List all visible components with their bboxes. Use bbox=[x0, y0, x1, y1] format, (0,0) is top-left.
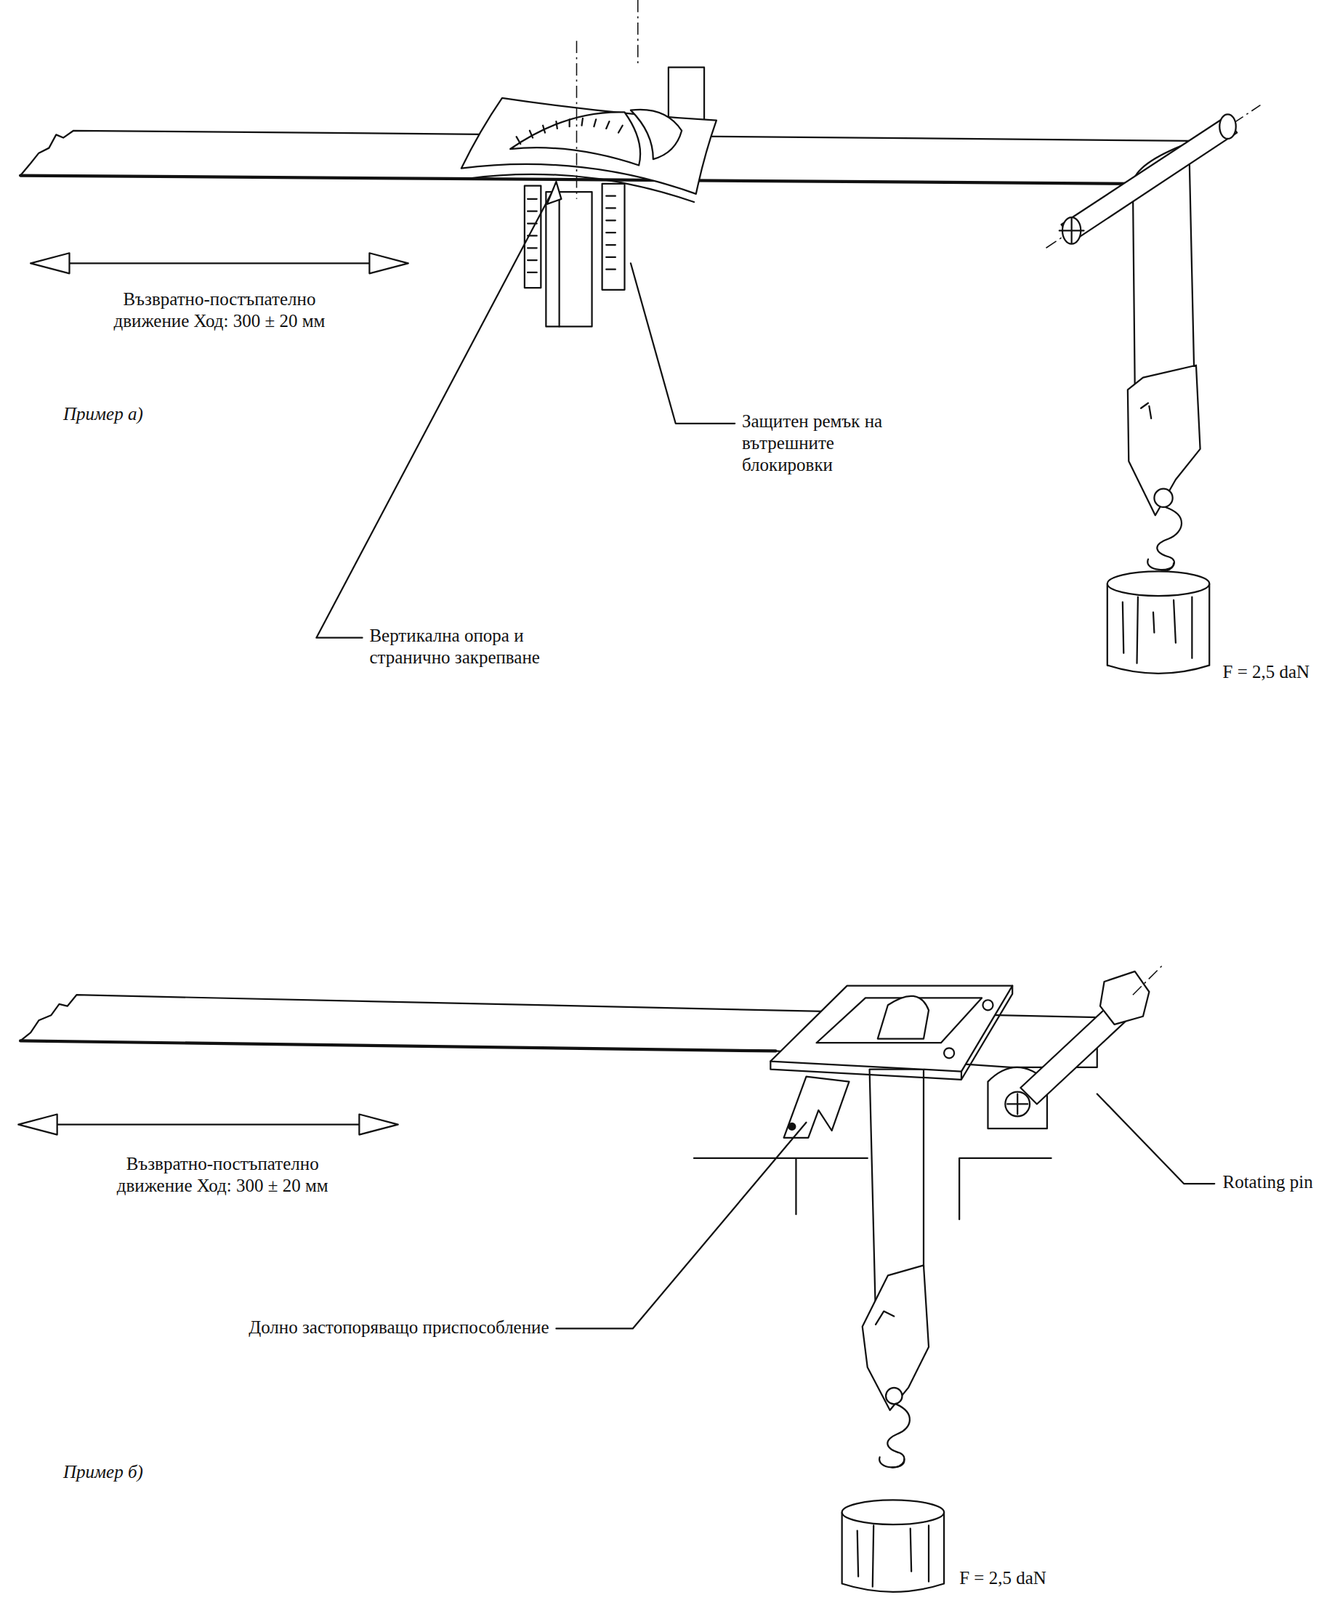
buckle-teeth bbox=[516, 118, 623, 144]
axis-line bbox=[576, 40, 578, 200]
buckle-edge bbox=[770, 986, 1013, 1080]
wood-grain bbox=[857, 1525, 929, 1587]
part-label: Вертикална опора и странично закрепване bbox=[369, 624, 569, 669]
arrow-head bbox=[358, 1114, 398, 1136]
weight-top bbox=[1107, 571, 1210, 596]
axis-line bbox=[1046, 105, 1261, 249]
arrow-head bbox=[30, 252, 70, 274]
hook bbox=[1156, 507, 1182, 572]
part-label: Долно застопоряващо приспособление bbox=[248, 1316, 549, 1339]
side-plate bbox=[602, 183, 625, 290]
arrow-head bbox=[18, 1114, 57, 1136]
lock-dot bbox=[787, 1122, 796, 1131]
clamp-hole bbox=[1153, 489, 1173, 508]
rod bbox=[1061, 116, 1238, 241]
teeth bbox=[527, 196, 616, 273]
strap-clamp bbox=[862, 1265, 929, 1410]
axis-line bbox=[637, 0, 639, 68]
part-label: Rotating pin bbox=[1222, 1171, 1313, 1194]
buckle-roller bbox=[877, 996, 929, 1040]
motion-arrow bbox=[53, 1123, 364, 1125]
example-caption: Пример а) bbox=[63, 403, 144, 426]
buckle-window bbox=[630, 109, 682, 160]
arrow-head bbox=[369, 252, 408, 274]
leader-line bbox=[555, 1122, 806, 1330]
strap-edge bbox=[20, 1040, 776, 1051]
pin-cross bbox=[1007, 1093, 1028, 1115]
example-a-figure bbox=[20, 0, 1261, 674]
force-label: F = 2,5 daN bbox=[1222, 661, 1310, 684]
pin-nut bbox=[1100, 971, 1149, 1025]
example-b-figure bbox=[18, 964, 1215, 1593]
support-edge bbox=[558, 191, 560, 327]
motion-label: Възвратно-постъпателно движение Ход: 300… bbox=[88, 288, 351, 333]
buckle-hole bbox=[982, 999, 993, 1011]
vertical-support bbox=[545, 191, 592, 327]
hook-loop bbox=[879, 1456, 904, 1468]
buckle-plate bbox=[770, 986, 1013, 1072]
wood-grain bbox=[1122, 597, 1193, 664]
rod-cap bbox=[1219, 114, 1236, 139]
buckle-window bbox=[510, 111, 641, 165]
axis-line bbox=[1132, 964, 1164, 995]
example-caption: Пример б) bbox=[63, 1461, 144, 1484]
weight bbox=[1107, 583, 1210, 674]
clamp-detail bbox=[875, 1311, 894, 1325]
part-label: Защитен ремък на вътрешните блокировки bbox=[741, 410, 910, 476]
clamp-hole bbox=[885, 1387, 902, 1404]
clamp-detail bbox=[1140, 403, 1152, 419]
buckle-hole bbox=[943, 1047, 955, 1059]
strap-clamp bbox=[1127, 365, 1201, 516]
lower-lock bbox=[784, 1076, 850, 1138]
hook-loop bbox=[1147, 559, 1174, 571]
leader-arrow bbox=[547, 181, 562, 205]
leader-line bbox=[630, 263, 735, 423]
motion-arrow bbox=[65, 262, 374, 264]
force-label: F = 2,5 daN bbox=[959, 1567, 1047, 1590]
buckle-plate bbox=[461, 98, 717, 195]
buckle-edge bbox=[467, 174, 694, 203]
support-plate bbox=[668, 67, 705, 125]
leader-line bbox=[316, 194, 551, 639]
leader-line bbox=[1097, 1093, 1216, 1184]
motion-label: Възвратно-постъпателно движение Ход: 300… bbox=[91, 1153, 354, 1197]
pin-head bbox=[1005, 1092, 1030, 1117]
rod-cross bbox=[1059, 218, 1085, 244]
weight-top bbox=[842, 1499, 944, 1525]
hook bbox=[887, 1403, 910, 1468]
